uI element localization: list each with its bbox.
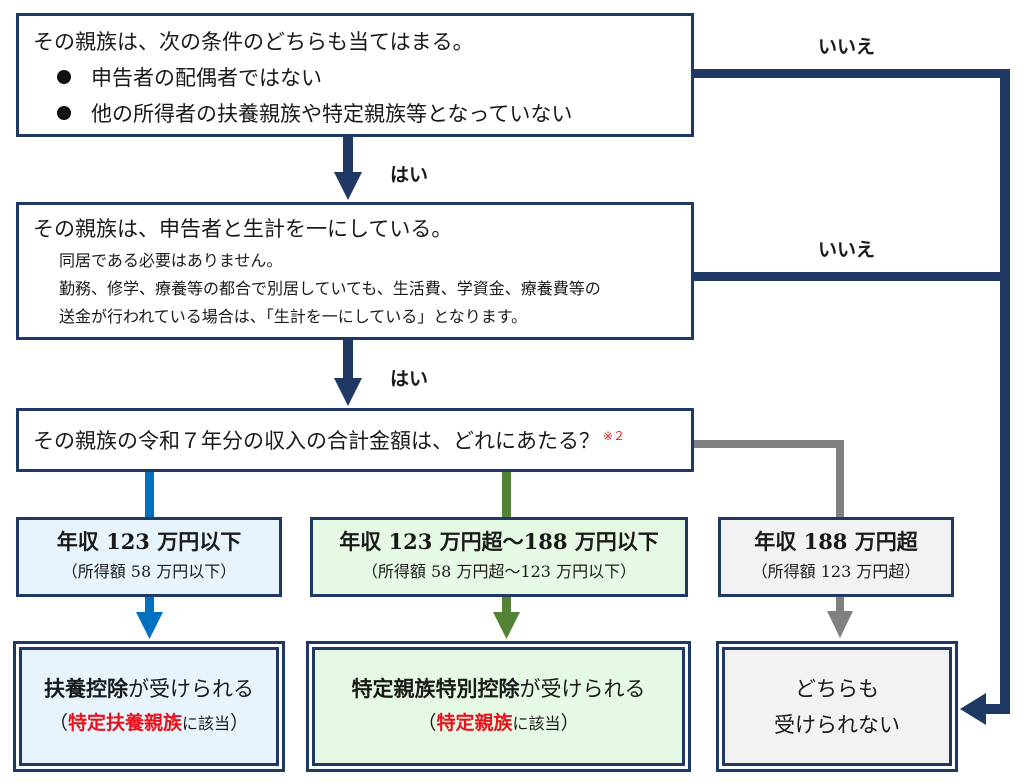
- result-line: どちらも: [795, 676, 879, 701]
- question-2-note: 勤務、修学、療養等の都合で別居していても、生活費、学資金、療養費等の: [59, 279, 601, 298]
- result-note: （特定親族に該当）: [417, 712, 580, 734]
- question-1-bullet: 他の所得者の扶養親族や特定親族等となっていない: [33, 96, 691, 132]
- category-sub: （所得額 123 万円超）: [751, 562, 921, 581]
- category-title: 年収 123 万円超～188 万円以下: [339, 529, 659, 554]
- yes-label-2: はい: [390, 368, 429, 390]
- branch-blue-head: [136, 612, 163, 639]
- category-mid-income: 年収 123 万円超～188 万円以下 （所得額 58 万円超～123 万円以下…: [310, 517, 688, 597]
- question-2-note: 同居である必要はありません。: [59, 251, 283, 270]
- branch-green-bottom: [502, 597, 511, 617]
- question-1-bullet: 申告者の配偶者ではない: [33, 60, 691, 96]
- result-none: どちらも 受けられない: [716, 641, 958, 772]
- branch-blue-bottom: [145, 597, 154, 617]
- no-label-1: いいえ: [818, 36, 876, 58]
- result-line: 受けられない: [774, 712, 900, 737]
- question-1-title: その親族は、次の条件のどちらも当てはまる。: [33, 30, 474, 54]
- category-high-income: 年収 188 万円超 （所得額 123 万円超）: [718, 517, 954, 597]
- category-title: 年収 188 万円超: [754, 529, 918, 554]
- highlight-term: 特定扶養親族: [67, 712, 182, 734]
- arrow-q2-q3-shaft: [343, 340, 353, 383]
- no-line-q1: [694, 69, 1010, 78]
- question-2-title: その親族は、申告者と生計を一にしている。: [33, 217, 453, 241]
- question-3-title: その親族の令和７年分の収入の合計金額は、どれにあたる？※２: [33, 429, 626, 453]
- no-line-q2: [694, 272, 1010, 281]
- question-2-note: 送金が行われている場合は、「生計を一にしている」となります。: [59, 307, 528, 326]
- branch-gray-bottom: [836, 597, 844, 613]
- result-title: 扶養控除が受けられる: [44, 676, 254, 701]
- no-line-trunk: [1000, 69, 1010, 714]
- category-title: 年収 123 万円以下: [56, 529, 242, 554]
- yes-label-1: はい: [390, 164, 429, 186]
- arrow-q2-q3-head: [334, 378, 362, 406]
- arrow-q1-q2-head: [334, 172, 362, 200]
- result-note: （特定扶養親族に該当）: [48, 712, 250, 734]
- result-dependent-deduction: 扶養控除が受けられる （特定扶養親族に該当）: [13, 641, 285, 772]
- result-specified-relative-deduction: 特定親族特別控除が受けられる （特定親族に該当）: [306, 641, 691, 772]
- branch-gray-head: [827, 611, 853, 638]
- category-low-income: 年収 123 万円以下 （所得額 58 万円以下）: [16, 517, 282, 597]
- no-label-2: いいえ: [818, 239, 876, 261]
- result-title: 特定親族特別控除が受けられる: [351, 676, 646, 701]
- branch-blue-top: [145, 472, 154, 517]
- branch-gray-h: [694, 440, 844, 448]
- branch-green-top: [502, 472, 511, 517]
- question-2-box: その親族は、申告者と生計を一にしている。 同居である必要はありません。 勤務、修…: [16, 202, 694, 340]
- question-3-box: その親族の令和７年分の収入の合計金額は、どれにあたる？※２: [16, 408, 694, 472]
- no-line-bottom: [978, 704, 1010, 714]
- bullet-icon: [57, 106, 71, 120]
- category-sub: （所得額 58 万円以下）: [61, 562, 237, 581]
- bullet-icon: [57, 70, 71, 84]
- branch-green-head: [493, 612, 520, 639]
- arrow-q1-q2-shaft: [343, 137, 353, 177]
- category-sub: （所得額 58 万円超～123 万円以下）: [361, 562, 637, 581]
- footnote-marker: ※２: [603, 429, 626, 443]
- highlight-term: 特定親族: [436, 712, 513, 734]
- question-1-box: その親族は、次の条件のどちらも当てはまる。 申告者の配偶者ではない 他の所得者の…: [16, 13, 694, 137]
- branch-gray-v: [836, 440, 844, 517]
- no-arrow-head: [960, 693, 986, 725]
